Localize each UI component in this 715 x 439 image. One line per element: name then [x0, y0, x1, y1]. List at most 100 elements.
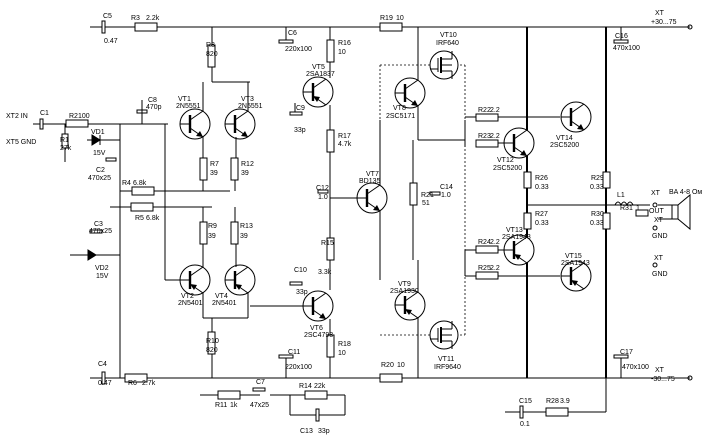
c15-capacitor	[519, 405, 524, 419]
label-c13v: 33p	[318, 428, 330, 435]
vt7-transistor	[355, 181, 389, 215]
r24-resistor	[475, 245, 499, 254]
label-r30: R30	[591, 211, 604, 218]
component-labels: C5 0.47 R3 2.2k R19 10 XT +30...75 C16 4…	[6, 10, 702, 435]
c16-capacitor	[613, 39, 629, 44]
label-r21v: 51	[422, 200, 430, 207]
label-c8v: 470p	[146, 104, 162, 111]
label-r3v: 2.2k	[146, 15, 160, 22]
r11-resistor	[217, 390, 241, 400]
label-xt-bot-v: -30...75	[651, 376, 675, 383]
differential-pairs	[164, 27, 257, 378]
label-r29: R29	[591, 175, 604, 182]
label-r16: R16	[338, 40, 351, 47]
label-c6: C6	[288, 30, 297, 37]
r13-resistor	[230, 221, 239, 245]
c1-cap-plate	[39, 118, 44, 130]
label-c9: C9	[296, 105, 305, 112]
label-vt5: VT5	[312, 64, 325, 71]
vd1-diode-symbol	[91, 134, 101, 146]
r12-resistor	[230, 157, 239, 181]
label-vt1v: 2N5551	[176, 103, 201, 110]
label-r2: R2	[69, 113, 78, 120]
vt2-transistor	[178, 263, 212, 297]
label-xt2: XT2 IN	[6, 113, 28, 120]
label-r26: R26	[535, 175, 548, 182]
label-r17: R17	[338, 133, 351, 140]
power-rails	[90, 26, 690, 379]
label-r4: R4	[122, 180, 131, 187]
label-vt5v: 2SA1837	[306, 71, 335, 78]
label-r19v: 10	[396, 15, 404, 22]
label-r27v: 0.33	[535, 220, 549, 227]
vt14-transistor	[559, 100, 593, 134]
label-c15v: 0.1	[520, 421, 530, 428]
label-xt-top-v: +30...75	[651, 19, 677, 26]
label-vt8: VT8	[393, 105, 406, 112]
r23-resistor	[475, 139, 499, 148]
label-r3: R3	[131, 15, 140, 22]
label-xt-gnd2: XT	[654, 255, 664, 262]
label-c13: C13	[300, 428, 313, 435]
c13-capacitor	[315, 408, 320, 422]
r27-resistor	[523, 212, 532, 230]
label-xt-gnd1: XT	[654, 217, 664, 224]
label-r222: R22	[478, 107, 491, 114]
label-r252: R25	[478, 265, 491, 272]
label-r6v: 2.7k	[142, 380, 156, 387]
label-r21: R21	[421, 192, 434, 199]
pos-rail-terminal	[687, 24, 693, 30]
label-r242v: 2.2	[490, 239, 500, 246]
label-r14: R14	[299, 383, 312, 390]
label-vt10: VT10	[440, 32, 457, 39]
vt11-mosfet	[429, 320, 459, 350]
label-r18: R18	[338, 341, 351, 348]
r6-resistor	[124, 373, 148, 383]
c11-capacitor	[278, 354, 294, 359]
label-r10v: 820	[206, 347, 218, 354]
driver-stage	[379, 22, 466, 383]
r4-resistor	[131, 186, 155, 196]
label-c11v: 220x100	[285, 364, 312, 371]
label-r20v: 10	[397, 362, 405, 369]
label-c1: C1	[40, 110, 49, 117]
r26-resistor	[523, 171, 532, 189]
gnd-terminal-2	[652, 262, 658, 268]
c6-capacitor	[278, 39, 294, 44]
label-c10: C10	[294, 267, 307, 274]
label-r5v: 6.8k	[146, 215, 160, 222]
label-vt15: VT15	[565, 253, 582, 260]
label-r10: R10	[206, 338, 219, 345]
r30-resistor	[602, 212, 611, 230]
neg-rail-terminal	[687, 375, 693, 381]
label-r18v: 10	[338, 350, 346, 357]
label-r16v: 10	[338, 49, 346, 56]
label-vt14v: 2SC5200	[550, 142, 579, 149]
label-vt8v: 2SC5171	[386, 113, 415, 120]
label-vt9: VT9	[398, 281, 411, 288]
r9-resistor	[199, 221, 208, 245]
label-c2: C2	[96, 167, 105, 174]
label-c16v: 470x100	[613, 45, 640, 52]
label-xt5: XT5 GND	[6, 139, 36, 146]
label-r252v: 2.2	[490, 265, 500, 272]
label-r232v: 2.2	[490, 133, 500, 140]
label-r20: R20	[381, 362, 394, 369]
label-r232: R23	[478, 133, 491, 140]
label-r1: R1	[60, 137, 69, 144]
c7-capacitor	[252, 387, 266, 392]
c5-capacitor	[101, 20, 106, 34]
c4-capacitor	[101, 371, 106, 385]
label-vt10v: IRF640	[436, 40, 459, 47]
c12-capacitor	[317, 189, 329, 194]
c2-capacitor	[105, 157, 117, 162]
label-c12: C12	[316, 185, 329, 192]
label-xt-bot: XT	[655, 367, 665, 374]
r3-resistor	[134, 22, 158, 32]
label-r28v: 3.9	[560, 398, 570, 405]
label-gnd2: GND	[652, 271, 668, 278]
label-vt3v: 2N5551	[238, 103, 263, 110]
label-r11v: 1k	[230, 402, 238, 409]
r21-resistor	[409, 182, 418, 206]
label-vd2v: 15V	[96, 273, 109, 280]
